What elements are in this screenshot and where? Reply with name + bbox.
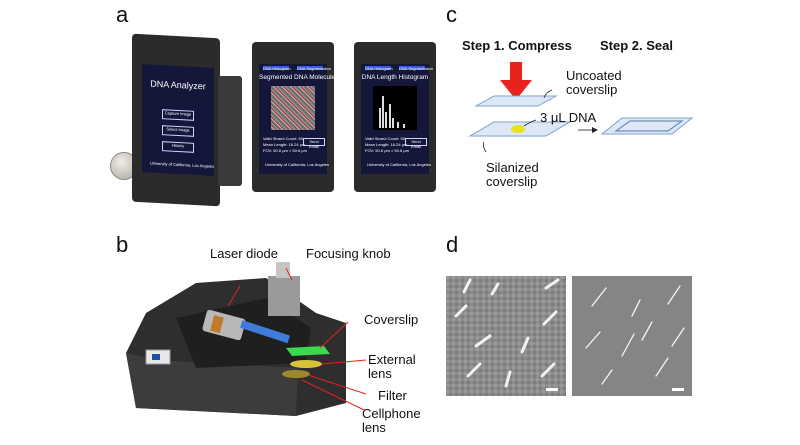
coverslip bbox=[286, 346, 330, 356]
silanized-label-2: coverslip bbox=[486, 174, 538, 189]
panel-label-b: b bbox=[116, 232, 129, 257]
screen2-send-email-button[interactable]: Send Email bbox=[303, 138, 325, 149]
compress-arrow bbox=[500, 62, 532, 100]
laser-diode bbox=[202, 309, 246, 341]
device-2: DNA Histogram DNA Segmentation Segmented… bbox=[252, 42, 339, 192]
laser-diode-label: Laser diode bbox=[210, 246, 278, 261]
screen2-stat-count: Valid Strand Count: 50 bbox=[263, 136, 303, 141]
external-lens-label-1: External bbox=[368, 352, 416, 367]
device-1: DNA Analyzer Capture Image Select Image … bbox=[132, 33, 242, 208]
segmented-image bbox=[271, 86, 315, 130]
external-lens-label-2: lens bbox=[368, 366, 392, 381]
micrograph-left bbox=[446, 276, 566, 396]
step2-label: Step 2. Seal bbox=[600, 38, 673, 53]
filter bbox=[282, 370, 310, 378]
history-button[interactable]: History bbox=[162, 141, 194, 153]
screen3-tab-histogram[interactable]: DNA Histogram bbox=[365, 66, 393, 71]
screen2-stat-mean: Mean Length: 16.24 μm bbox=[263, 142, 306, 147]
panel-label-c: c bbox=[446, 2, 457, 27]
screen2-tab-histogram[interactable]: DNA Histogram bbox=[263, 66, 291, 71]
select-image-button[interactable]: Select Image bbox=[162, 125, 194, 137]
device-3: DNA Histogram DNA Segmentation DNA Lengt… bbox=[354, 42, 436, 192]
screen2-title: Segmented DNA Molecules bbox=[259, 74, 339, 81]
dna-volume-label: 3 μL DNA bbox=[540, 110, 597, 125]
screen3-tab-segmentation[interactable]: DNA Segmentation bbox=[399, 66, 434, 71]
micrograph-right bbox=[572, 276, 692, 396]
focusing-knob bbox=[268, 276, 300, 316]
screen3-send-email-button[interactable]: Send Email bbox=[405, 138, 427, 149]
uncoated-coverslip bbox=[474, 95, 558, 107]
cellphone-lens-label-2: lens bbox=[362, 420, 386, 435]
screen3-title: DNA Length Histogram bbox=[361, 74, 429, 81]
silanized-label-1: Silanized bbox=[486, 160, 539, 175]
uncoated-label-1: Uncoated bbox=[566, 68, 622, 83]
screen3-footer: University of California, Los Angeles bbox=[367, 162, 432, 167]
focusing-knob-label: Focusing knob bbox=[306, 246, 391, 261]
dna-drop bbox=[511, 125, 525, 133]
screen3-stat-fov: FOV: 50.6 μm × 50.6 μm bbox=[365, 148, 409, 153]
filter-label: Filter bbox=[378, 388, 407, 403]
screen1-title: DNA Analyzer bbox=[150, 78, 206, 92]
screen3-stat-mean: Mean Length: 16.24 μm bbox=[365, 142, 408, 147]
panel-label-a: a bbox=[116, 2, 129, 27]
device-3-screen: DNA Histogram DNA Segmentation DNA Lengt… bbox=[361, 64, 433, 174]
screen2-tab-segmentation[interactable]: DNA Segmentation bbox=[297, 66, 332, 71]
screen1-footer: University of California, Los Angeles bbox=[150, 160, 215, 169]
external-lens bbox=[290, 360, 322, 368]
cellphone-lens-label-1: Cellphone bbox=[362, 406, 421, 421]
screen2-footer: University of California, Los Angeles bbox=[265, 162, 330, 167]
device-2-screen: DNA Histogram DNA Segmentation Segmented… bbox=[259, 64, 339, 174]
step1-label: Step 1. Compress bbox=[462, 38, 572, 53]
screen2-stat-fov: FOV: 50.6 μm × 50.6 μm bbox=[263, 148, 307, 153]
uncoated-label-2: coverslip bbox=[566, 82, 618, 97]
capture-image-button[interactable]: Capture Image bbox=[162, 109, 194, 121]
device-cross-section bbox=[126, 262, 367, 416]
histogram-image bbox=[373, 86, 417, 130]
screen3-stat-count: Valid Strand Count: 50 bbox=[365, 136, 405, 141]
device-1-screen: DNA Analyzer Capture Image Select Image … bbox=[142, 64, 214, 176]
coverslip-schematic bbox=[468, 62, 694, 153]
coverslip-label: Coverslip bbox=[364, 312, 419, 327]
seal-frame bbox=[614, 120, 684, 132]
panel-label-d: d bbox=[446, 232, 459, 257]
panel-a: DNA Analyzer Capture Image Select Image … bbox=[110, 28, 450, 208]
